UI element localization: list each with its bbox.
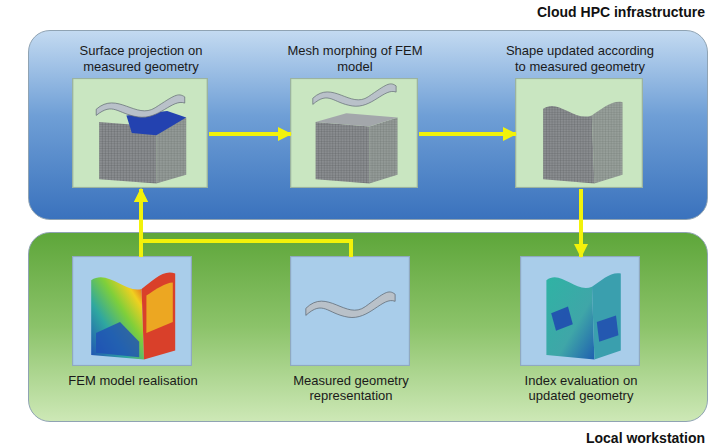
step-box: Index evaluation on updated geometry: [521, 257, 641, 404]
step-box: Shape updated according to measured geom…: [516, 43, 644, 189]
step-label: Mesh morphing of FEM model: [275, 43, 435, 74]
step-label: Surface projection on measured geometry: [57, 43, 225, 74]
region-band: Cloud HPC infrastructureSurface projecti…: [28, 30, 708, 220]
region-heading: Cloud HPC infrastructure: [537, 4, 705, 20]
step-label: FEM model realisation: [57, 373, 209, 388]
region-heading: Local workstation: [586, 430, 705, 446]
step-label: Shape updated according to measured geom…: [500, 43, 660, 74]
step-label: Index evaluation on updated geometry: [505, 373, 657, 404]
step-box: Measured geometry representation: [291, 257, 411, 404]
step-label: Measured geometry representation: [275, 373, 427, 404]
step-box: Mesh morphing of FEM model: [291, 43, 419, 189]
step-box: Surface projection on measured geometry: [73, 43, 209, 189]
step-box: FEM model realisation: [73, 257, 193, 388]
region-band: Local workstationFEM model realisationMe…: [28, 232, 708, 422]
